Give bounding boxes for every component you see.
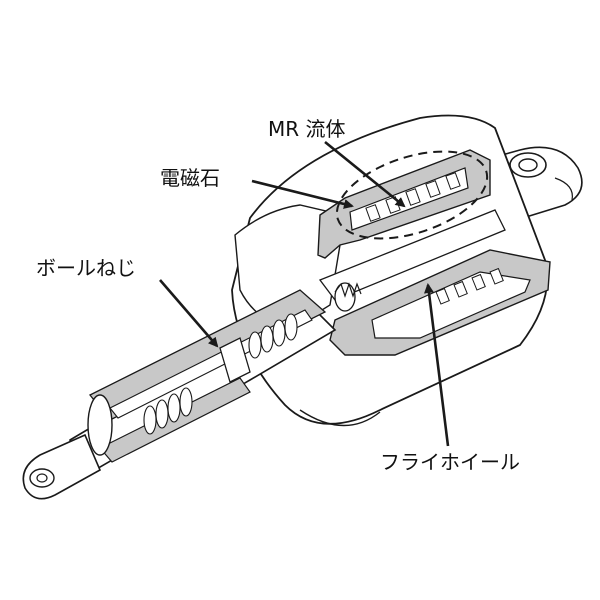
ball-screw-label: ボールねじ <box>36 256 136 280</box>
electromagnet-label: 電磁石 <box>160 166 220 190</box>
left-mount-eye <box>22 433 102 500</box>
flywheel-section <box>329 249 551 356</box>
ball-nut <box>219 337 251 383</box>
shaft-spring <box>334 282 362 298</box>
electromagnet-arrow <box>251 179 354 209</box>
ball-screw-threads <box>143 313 298 435</box>
mr-fluid-arrow <box>324 140 406 208</box>
ball-screw-arrow <box>159 279 219 348</box>
flywheel-arrow <box>424 283 450 447</box>
mr-fluid-label: MR 流体 <box>268 117 346 141</box>
flywheel-label: フライホイール <box>380 450 520 474</box>
coil-windings <box>365 172 461 222</box>
flywheel-bearings <box>435 267 504 305</box>
ball-screw-tube <box>69 289 337 471</box>
central-shaft <box>318 209 506 312</box>
